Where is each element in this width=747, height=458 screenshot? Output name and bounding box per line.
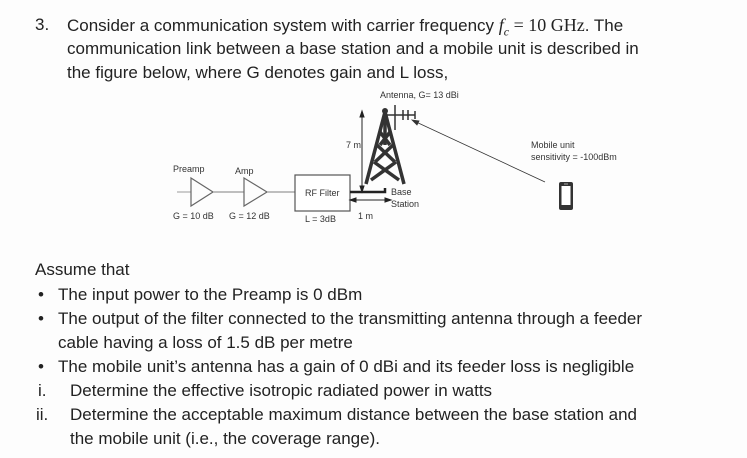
tower-top: [382, 108, 388, 114]
task-marker-ii: ii.: [36, 405, 49, 424]
preamp-gain: G = 10 dB: [173, 211, 214, 221]
amp-triangle-icon: [243, 176, 269, 208]
task-i: Determine the effective isotropic radiat…: [70, 381, 493, 400]
assumption-1: The input power to the Preamp is 0 dBm: [58, 285, 363, 304]
task-marker-i: i.: [38, 381, 47, 400]
antenna-icon: [385, 105, 416, 130]
assumption-2: The output of the filter connected to th…: [58, 309, 643, 328]
question-line-3: the figure below, where G denotes gain a…: [67, 63, 449, 82]
height-label: 7 m: [346, 140, 362, 150]
assumption-3: The mobile unit’s antenna has a gain of …: [58, 357, 635, 376]
task-ii-cont: the mobile unit (i.e., the coverage rang…: [70, 429, 380, 448]
preamp-triangle-icon: [190, 176, 215, 208]
base-station-label-1: Base: [391, 187, 412, 197]
rf-filter-box: [294, 174, 351, 212]
bullet: •: [38, 357, 44, 376]
question-line-1: Consider a communication system with car…: [67, 15, 624, 39]
tower-icon: [364, 111, 406, 185]
filter-loss: L = 3dB: [305, 214, 336, 224]
link-arrow: [410, 119, 546, 183]
task-ii: Determine the acceptable maximum distanc…: [70, 405, 637, 424]
question-number: 3.: [35, 15, 50, 34]
bullet: •: [38, 309, 44, 328]
bullet: •: [38, 285, 44, 304]
amp-gain: G = 12 dB: [229, 211, 270, 221]
feeder-length-arrow: [348, 197, 393, 203]
question-line-2: communication link between a base statio…: [67, 39, 639, 58]
feeder-cable: [350, 188, 387, 194]
feeder-length-label: 1 m: [358, 211, 374, 221]
mobile-unit-label: Mobile unit: [531, 140, 575, 150]
antenna-label: Antenna, G= 13 dBi: [380, 90, 459, 100]
preamp-label: Preamp: [173, 164, 205, 174]
mobile-phone-icon: [559, 182, 573, 210]
mobile-sensitivity-label: sensitivity = -100dBm: [531, 152, 617, 162]
rf-filter-label: RF Filter: [305, 188, 340, 198]
base-station-label-2: Station: [391, 199, 420, 209]
assumption-2-cont: cable having a loss of 1.5 dB per metre: [58, 333, 353, 352]
amp-label: Amp: [235, 166, 254, 176]
height-arrow: [359, 109, 365, 194]
assume-heading: Assume that: [35, 260, 130, 279]
